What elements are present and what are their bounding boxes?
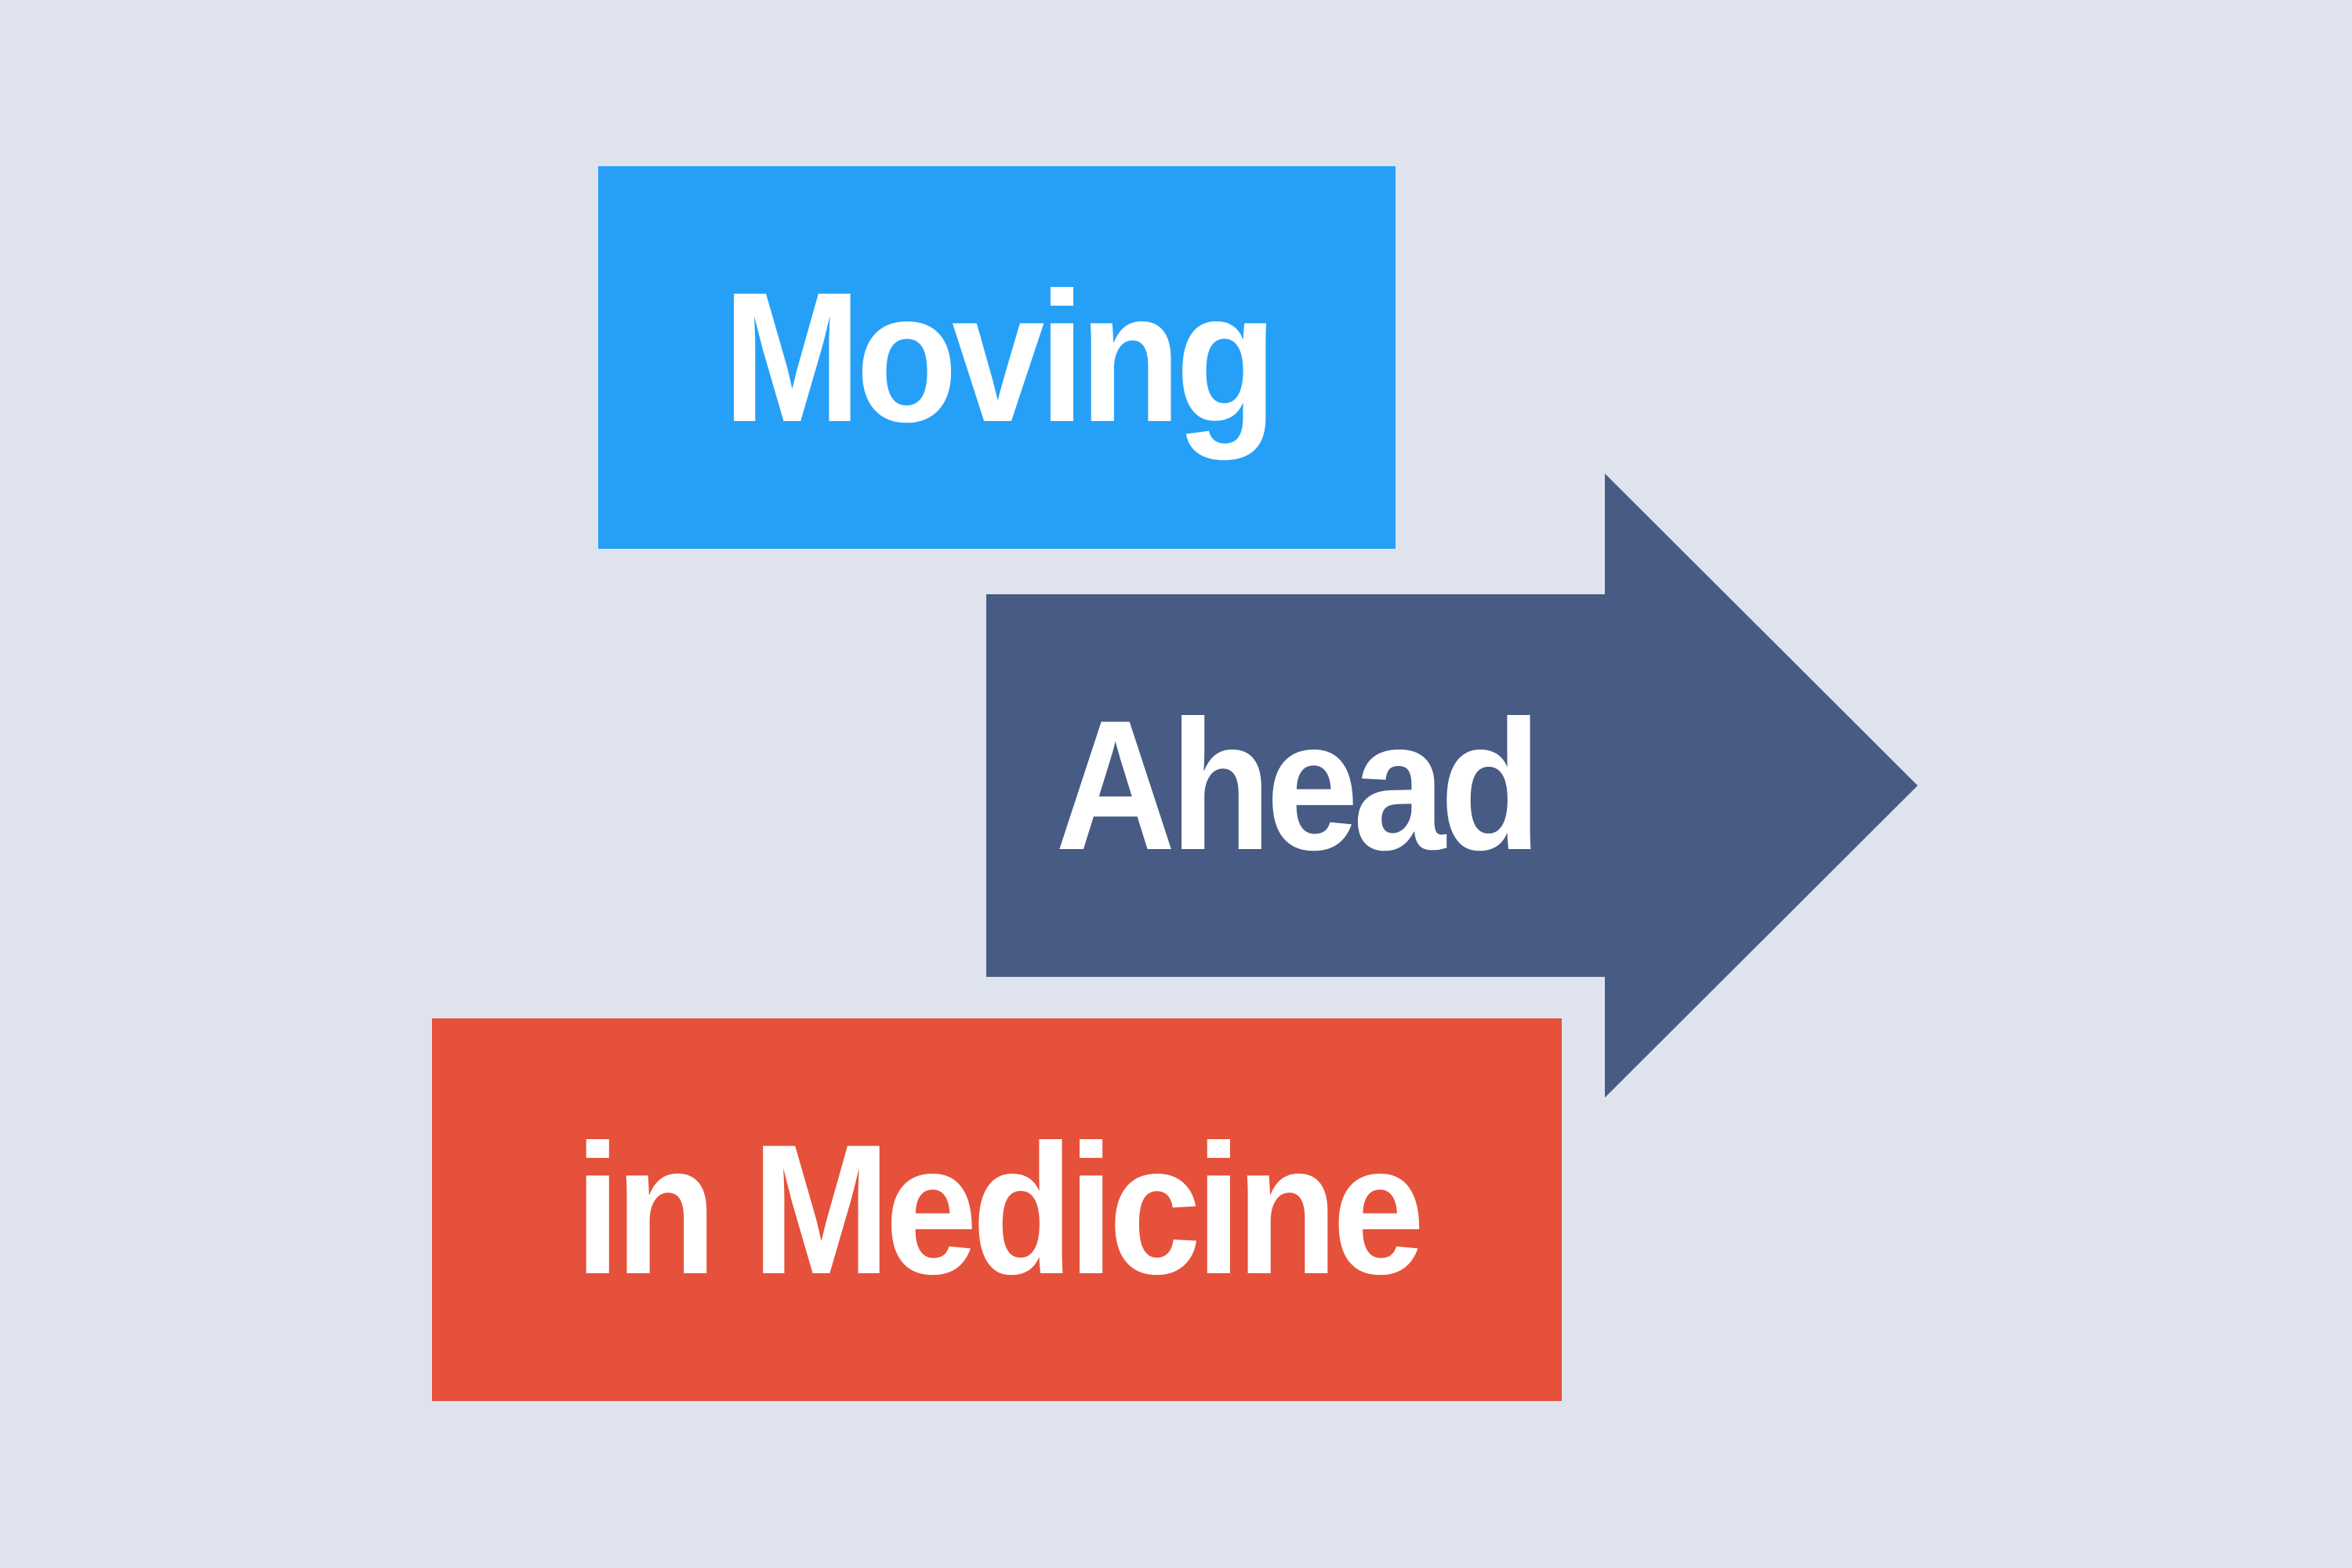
in-medicine-label: in Medicine bbox=[574, 1106, 1425, 1313]
in-medicine-box: in Medicine bbox=[432, 1018, 1562, 1401]
moving-box: Moving bbox=[598, 166, 1396, 549]
moving-label: Moving bbox=[722, 254, 1276, 461]
ahead-label: Ahead bbox=[1054, 682, 1541, 889]
ahead-box: Ahead bbox=[986, 594, 1605, 977]
